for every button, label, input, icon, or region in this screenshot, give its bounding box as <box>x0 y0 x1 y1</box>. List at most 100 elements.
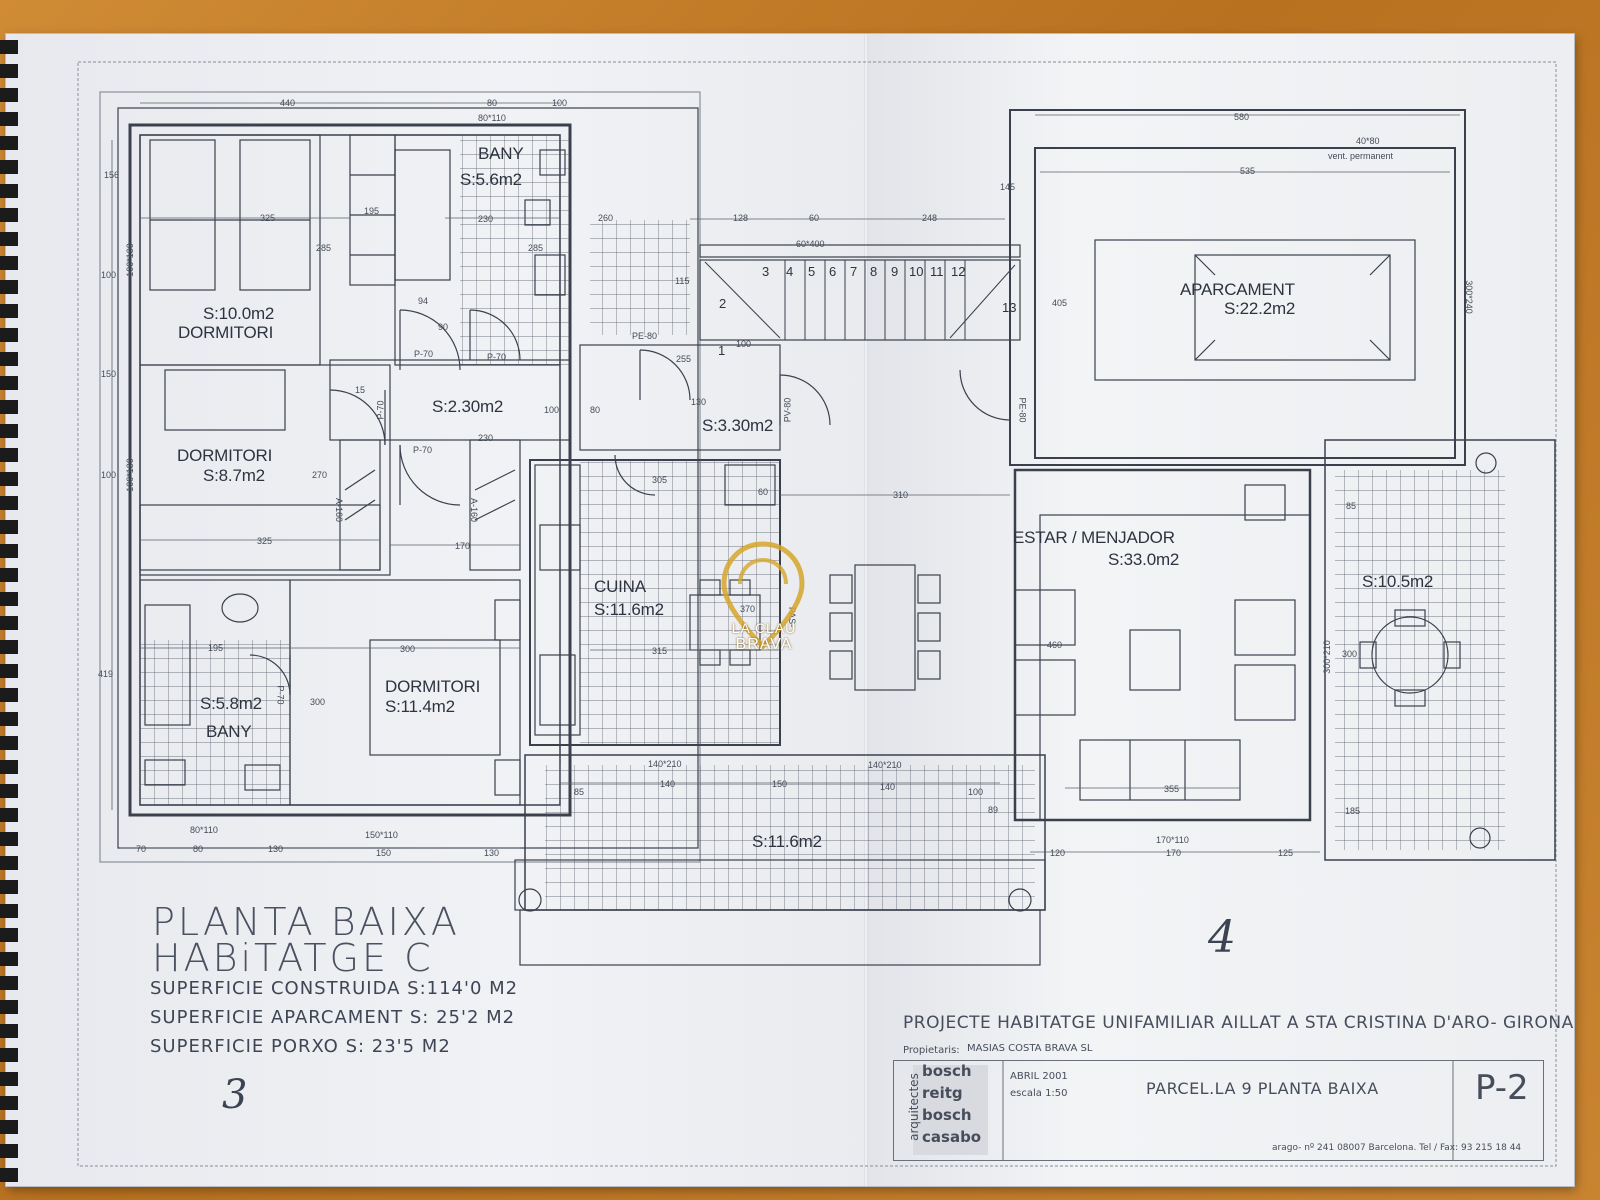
washbasin2 <box>221 593 259 623</box>
dim-label: 150*110 <box>365 830 398 840</box>
dim-label: PV-80 <box>782 397 793 423</box>
dim-label: 145 <box>1000 182 1016 192</box>
handwritten-page-number-3: 3 <box>222 1072 248 1118</box>
garage-inner <box>1034 147 1456 459</box>
sink1 <box>539 149 566 176</box>
dim-label: 140*210 <box>648 759 682 769</box>
dim-label: 535 <box>1240 166 1256 176</box>
hall-area: S:2.30m2 <box>432 397 504 416</box>
dim-label: 40*80 <box>1356 136 1380 146</box>
dim-label: 100 <box>968 787 984 797</box>
dim-label: 100 <box>736 339 752 349</box>
stair-step-5: 5 <box>808 264 816 279</box>
fireplace <box>1244 484 1286 521</box>
dim-label: 305 <box>652 475 668 485</box>
dim-label: 128 <box>733 213 749 223</box>
aparcament-name: APARCAMENT <box>1180 280 1295 299</box>
stair-step-4: 4 <box>786 264 794 279</box>
dim-label: 405 <box>1052 298 1068 308</box>
terrace-round-table <box>1371 616 1449 694</box>
dim-label: 130 <box>484 848 500 858</box>
sofa <box>1079 739 1241 801</box>
dim-label: 80 <box>487 98 498 108</box>
dim-label: 140 <box>880 782 896 792</box>
pas-area: S:3.30m2 <box>702 416 774 435</box>
stair-step-9: 9 <box>891 264 899 279</box>
dim-label: 94 <box>418 296 429 306</box>
dim-label: P-70 <box>275 685 286 705</box>
dim-label: 125 <box>1278 848 1294 858</box>
stair-step-6: 6 <box>829 264 837 279</box>
toilet1 <box>534 254 566 296</box>
dim-label: vent. permanent <box>1328 151 1394 161</box>
dorm3-area: S:11.4m2 <box>385 697 455 716</box>
dim-label: 460 <box>1047 640 1063 650</box>
dim-label: 230 <box>478 214 494 224</box>
dim-label: 285 <box>528 243 544 253</box>
dim-label: 300 <box>400 644 416 654</box>
superficie-construida: SUPERFICIE CONSTRUIDA S:114'0 M2 <box>150 978 519 999</box>
dim-label: 130 <box>691 397 707 407</box>
dim-label: P-70 <box>487 352 507 362</box>
dim-label: 170 <box>1166 848 1182 858</box>
toilet2 <box>244 764 281 791</box>
owner-name: MASIAS COSTA BRAVA SL <box>967 1043 1093 1054</box>
dim-label: 300 <box>1342 649 1358 659</box>
dim-label: P-70 <box>375 400 386 420</box>
estar-name: ESTAR / MENJADOR <box>1013 528 1175 547</box>
closet3 <box>469 439 521 571</box>
architect-1: bosch <box>922 1062 972 1080</box>
dim-label: 185 <box>1345 806 1361 816</box>
dining-table <box>854 564 916 691</box>
bany1-name: BANY <box>478 144 524 163</box>
dim-label: 90 <box>438 322 449 332</box>
dim-label: 300 <box>310 697 326 707</box>
armchair3 <box>1234 599 1296 656</box>
dim-label: 580 <box>1234 112 1250 122</box>
owner-label: Propietaris: <box>903 1045 960 1056</box>
superficie-aparcament: SUPERFICIE APARCAMENT S: 25'2 M2 <box>150 1007 516 1028</box>
terrace-column-top <box>1475 452 1497 474</box>
drawing-date: ABRIL 2001 <box>1010 1071 1068 1082</box>
superficie-porxo: SUPERFICIE PORXO S: 23'5 M2 <box>150 1036 451 1057</box>
cuina-area: S:11.6m2 <box>594 600 664 619</box>
dim-label: 140 <box>660 779 676 789</box>
dim-label: 170 <box>455 541 471 551</box>
dim-label: 60 <box>809 213 820 223</box>
dim-label: 100 <box>552 98 568 108</box>
studio-address: arago- nº 241 08007 Barcelona. Tel / Fax… <box>1272 1143 1522 1153</box>
dim-label: 170*110 <box>1156 835 1189 845</box>
bed3 <box>369 639 501 756</box>
project-title: PROJECTE HABITATGE UNIFAMILIAR AILLAT A … <box>903 1013 1574 1033</box>
dim-label: 80*110 <box>190 825 218 835</box>
dim-label: 195 <box>364 206 380 216</box>
dim-label: A-160 <box>469 497 480 523</box>
dim-label: 300*240 <box>1463 280 1474 314</box>
staircase <box>699 259 1021 341</box>
kitchen-counter <box>534 464 581 736</box>
stair-step-2: 2 <box>719 296 727 311</box>
terrace-column-bottom <box>1469 827 1491 849</box>
architect-3: bosch <box>922 1106 972 1124</box>
closet2 <box>339 439 381 571</box>
porch-column-right <box>1008 888 1032 912</box>
hall-wall <box>329 359 571 441</box>
stair-step-1: 1 <box>718 343 726 358</box>
dim-label: 248 <box>922 213 938 223</box>
dim-label: 140*210 <box>868 760 902 770</box>
stair-step-8: 8 <box>870 264 878 279</box>
sheet-number: P-2 <box>1475 1068 1529 1108</box>
garage-outer <box>1009 109 1466 466</box>
drawing-scale: escala 1:50 <box>1010 1088 1068 1099</box>
watermark-line2: BRAVA <box>735 636 793 653</box>
dim-label: 150 <box>772 779 788 789</box>
bed1a <box>149 139 216 291</box>
dim-label: 150 <box>101 369 117 379</box>
dim-label: 100 <box>101 470 117 480</box>
architect-4: casabo <box>922 1128 982 1146</box>
spiral-binding <box>0 40 18 1190</box>
dim-label: 370 <box>740 604 756 614</box>
porxo-base <box>519 909 1041 966</box>
dim-label: 300*210 <box>1321 640 1332 674</box>
dim-label: 120 <box>1050 848 1066 858</box>
